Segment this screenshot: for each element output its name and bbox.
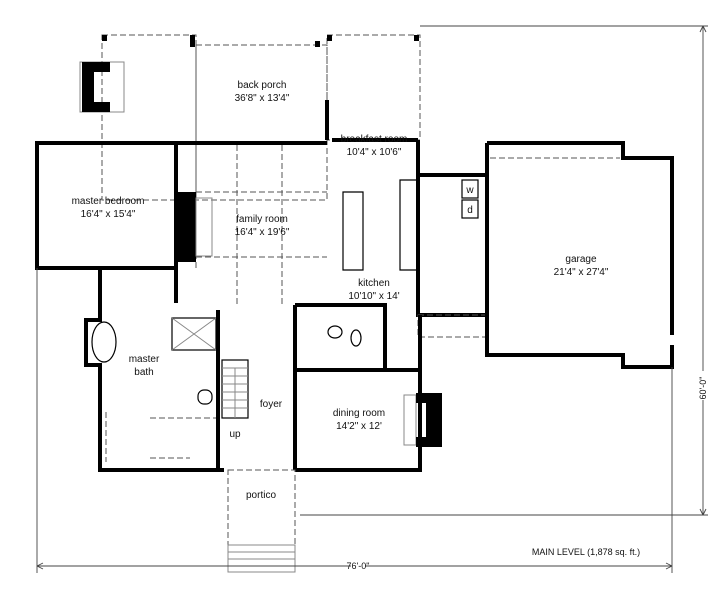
kitchen-label: kitchen xyxy=(358,278,390,289)
washer-label: w xyxy=(465,185,474,196)
family-room-grid xyxy=(176,145,327,305)
portico-outline xyxy=(227,469,296,546)
dimension-lines xyxy=(36,25,708,573)
foyer-walls xyxy=(216,305,297,470)
level-caption: MAIN LEVEL (1,878 sq. ft.) xyxy=(532,547,640,557)
breakfast-room-label: breakfast room xyxy=(341,134,408,145)
garage-walls xyxy=(485,141,674,369)
back-porch-size: 36'8" x 13'4" xyxy=(235,93,290,104)
family-room-label: family room xyxy=(236,214,288,225)
master-bath-label-1: master xyxy=(129,354,160,365)
kitchen-counter xyxy=(399,179,419,271)
garage-size: 21'4" x 27'4" xyxy=(554,267,609,278)
powder-sink xyxy=(327,325,343,339)
kitchen-island xyxy=(342,191,364,271)
breakfast-kitchen-walls xyxy=(325,100,487,317)
laundry-walls xyxy=(416,173,489,315)
porch-fireplace xyxy=(79,61,125,113)
depth-dimension: 60'-0" xyxy=(698,377,708,400)
dining-room-size: 14'2" x 12' xyxy=(336,421,382,432)
master-bath-label-2: bath xyxy=(134,367,153,378)
dining-room-label: dining room xyxy=(333,408,385,419)
back-porch-outline xyxy=(101,34,421,201)
master-bath-walls xyxy=(84,268,224,472)
garage-label: garage xyxy=(565,254,597,265)
front-steps xyxy=(227,544,296,573)
dining-fireplace xyxy=(403,393,442,447)
washer-dryer: w d xyxy=(461,179,479,219)
dining-room-walls xyxy=(295,315,422,472)
toilet xyxy=(197,389,213,405)
dryer-label: d xyxy=(467,205,473,216)
powder-room-walls xyxy=(295,303,420,372)
master-bedroom-label: master bedroom xyxy=(72,196,145,207)
family-room-size: 16'4" x 19'6" xyxy=(235,227,290,238)
closet-rods xyxy=(105,412,216,462)
back-porch-label: back porch xyxy=(238,80,287,91)
kitchen-size: 10'10" x 14' xyxy=(348,291,399,302)
master-bedroom-size: 16'4" x 15'4" xyxy=(81,209,136,220)
powder-toilet xyxy=(350,329,362,347)
shower xyxy=(171,317,217,351)
staircase xyxy=(221,359,249,419)
breakfast-room-size: 10'4" x 10'6" xyxy=(347,147,402,158)
stairs-up-label: up xyxy=(229,429,241,440)
mudroom-bench xyxy=(417,314,488,338)
width-dimension: 76'-0" xyxy=(347,561,370,571)
portico-label: portico xyxy=(246,490,276,501)
foyer-label: foyer xyxy=(260,399,283,410)
bathtub xyxy=(91,321,117,363)
